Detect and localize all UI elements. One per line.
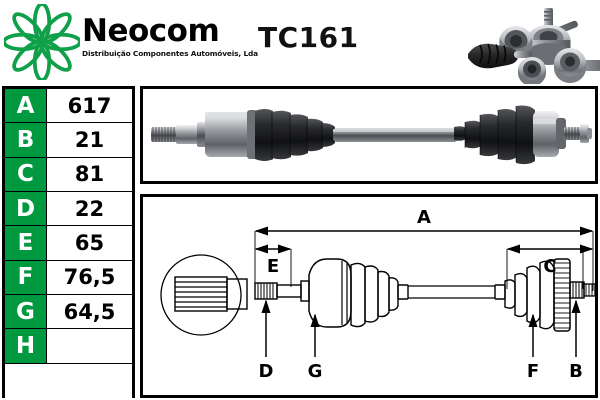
table-row (5, 363, 132, 398)
spec-value (47, 329, 132, 363)
table-row: C 81 (5, 157, 132, 192)
spec-value: 21 (47, 123, 132, 157)
callout-label-B: B (569, 361, 583, 382)
spec-key (5, 363, 47, 398)
table-row: F 76,5 (5, 260, 132, 295)
cv-joint-parts-photo (462, 0, 600, 84)
spec-value: 64,5 (47, 294, 132, 329)
technical-dimension-diagram: A E C D G F B (140, 194, 598, 398)
spec-key: E (5, 226, 47, 260)
table-row: E 65 (5, 226, 132, 261)
table-row: G 64,5 (5, 294, 132, 330)
drive-shaft-photo (140, 86, 598, 184)
callout-label-D: D (259, 361, 274, 382)
specification-table: A 617 B 21 C 81 D 22 E 65 F 76,5 G 64,5 … (2, 86, 135, 398)
spec-value (47, 363, 132, 398)
spec-value: 65 (47, 226, 132, 260)
spec-key: A (5, 89, 47, 123)
spec-key: B (5, 123, 47, 157)
table-row: D 22 (5, 191, 132, 227)
spec-key: D (5, 191, 47, 226)
dimension-label-C: C (543, 256, 556, 277)
brand-tagline: Distribuição Componentes Automóveis, Lda (82, 49, 259, 58)
dimension-label-A: A (417, 207, 431, 228)
spec-value: 22 (47, 191, 132, 226)
brand-name: Neocom (82, 13, 220, 49)
callout-label-F: F (527, 361, 539, 382)
table-row: B 21 (5, 123, 132, 158)
table-row: H (5, 329, 132, 364)
spec-value: 81 (47, 157, 132, 191)
spec-key: H (5, 329, 47, 363)
callout-label-G: G (308, 361, 323, 382)
spec-value: 76,5 (47, 260, 132, 294)
brand-block: Neocom Distribuição Componentes Automóve… (82, 13, 259, 59)
spec-key: C (5, 157, 47, 191)
table-row: A 617 (5, 89, 132, 124)
header: Neocom Distribuição Componentes Automóve… (0, 0, 600, 84)
dimension-label-E: E (267, 256, 279, 277)
spec-key: G (5, 294, 47, 329)
spec-value: 617 (47, 89, 132, 123)
flower-petal-logo-icon (4, 4, 80, 80)
page-title: TC161 (258, 21, 359, 54)
spec-key: F (5, 260, 47, 294)
